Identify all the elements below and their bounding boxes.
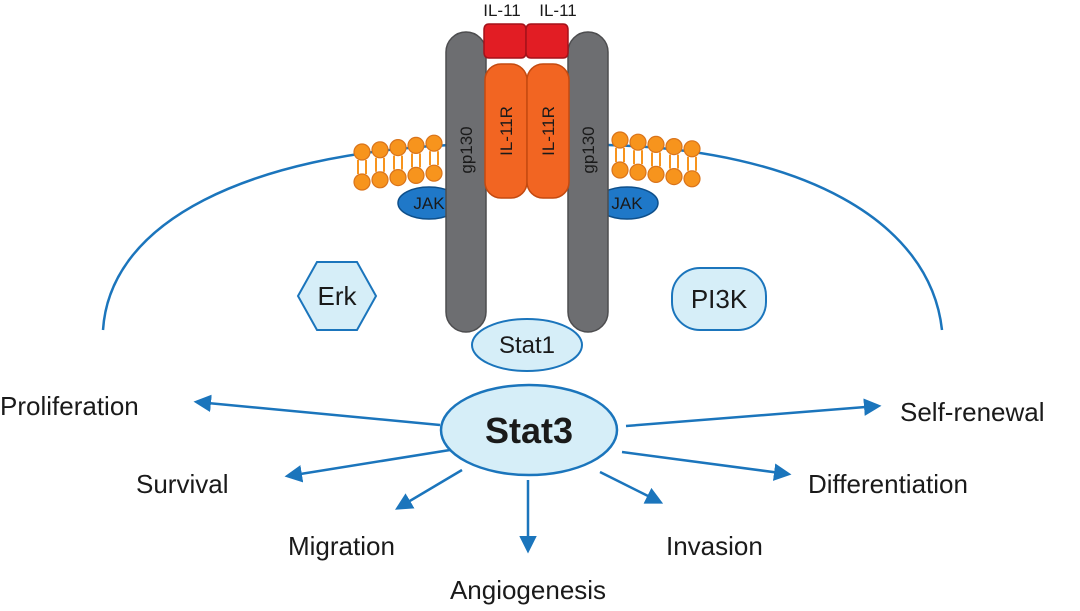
outcome-proliferation: Proliferation xyxy=(0,391,139,421)
lipid-head xyxy=(647,135,665,153)
lipid-head xyxy=(665,168,683,186)
lipid-head xyxy=(371,141,389,159)
stat3-node: Stat3 xyxy=(439,383,619,477)
arrow-invasion xyxy=(599,470,664,504)
lipid-head xyxy=(425,164,443,182)
lipid-bilayer-right xyxy=(611,131,701,188)
outcome-self-renewal: Self-renewal xyxy=(900,397,1045,427)
gp130-left: gp130 xyxy=(445,31,487,333)
stat3-label: Stat3 xyxy=(485,410,573,451)
stat1-label: Stat1 xyxy=(499,332,555,359)
arrow-differentiation xyxy=(621,450,792,481)
arrow-survival xyxy=(284,448,451,483)
erk-label: Erk xyxy=(318,281,358,311)
arrow-proliferation xyxy=(193,394,441,427)
il11r-left-label: IL-11R xyxy=(497,106,516,156)
cell-membrane xyxy=(101,143,944,331)
lipid-head xyxy=(647,165,665,183)
lipid-head xyxy=(407,136,425,154)
arrows xyxy=(193,394,882,554)
stat1-node: Stat1 xyxy=(471,318,583,372)
pi3k-node: PI3K xyxy=(671,267,767,331)
il11r-left: IL-11R xyxy=(484,63,528,199)
gp130-right-label: gp130 xyxy=(579,126,598,173)
lipid-head xyxy=(371,171,389,189)
lipid-head xyxy=(389,139,407,157)
lipid-head xyxy=(683,140,701,158)
il11r-right-label: IL-11R xyxy=(539,106,558,156)
outcome-angiogenesis: Angiogenesis xyxy=(450,575,606,605)
jak-left-label: JAK xyxy=(413,194,445,213)
lipid-head xyxy=(389,169,407,187)
jak-right-label: JAK xyxy=(611,194,643,213)
lipid-head xyxy=(665,138,683,156)
lipid-head xyxy=(629,133,647,151)
arrow-self-renewal xyxy=(625,398,882,428)
il11-left: IL-11 xyxy=(483,1,527,59)
lipid-head xyxy=(353,143,371,161)
erk-node: Erk xyxy=(296,261,378,331)
il11-right-label: IL-11 xyxy=(539,1,577,20)
il11r-right: IL-11R xyxy=(526,63,570,199)
outcome-survival: Survival xyxy=(136,469,228,499)
il11-left-label: IL-11 xyxy=(483,1,521,20)
jak-right: JAK xyxy=(595,186,659,220)
lipid-head xyxy=(407,166,425,184)
jak-left: JAK xyxy=(397,186,461,220)
outcome-migration: Migration xyxy=(288,531,395,561)
lipid-head xyxy=(629,163,647,181)
gp130-left-label: gp130 xyxy=(457,126,476,173)
lipid-bilayer-left xyxy=(353,134,443,191)
pi3k-label: PI3K xyxy=(691,284,748,314)
gp130-right: gp130 xyxy=(567,31,609,333)
lipid-head xyxy=(611,131,629,149)
lipid-head xyxy=(353,173,371,191)
outcome-differentiation: Differentiation xyxy=(808,469,968,499)
outcome-invasion: Invasion xyxy=(666,531,763,561)
lipid-head xyxy=(425,134,443,152)
lipid-head xyxy=(611,161,629,179)
il11-right: IL-11 xyxy=(525,1,577,59)
lipid-head xyxy=(683,170,701,188)
arrow-migration xyxy=(394,468,463,510)
